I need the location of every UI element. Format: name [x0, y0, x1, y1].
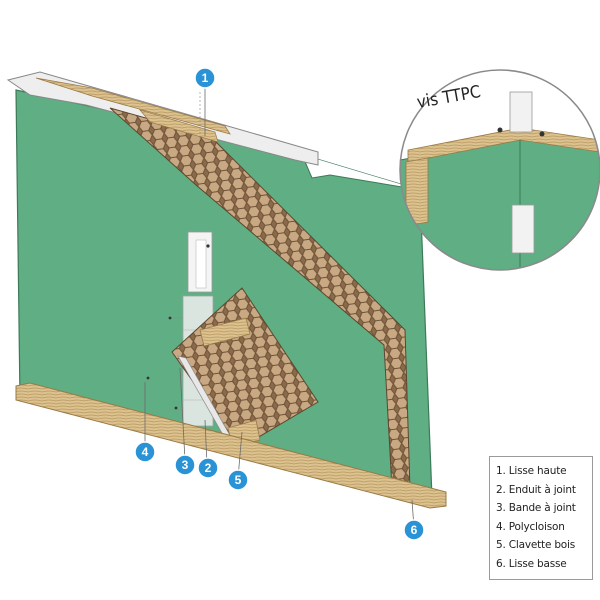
callout-5: 5: [227, 469, 249, 491]
svg-text:1: 1: [202, 71, 209, 85]
bottom-rail: [15, 382, 447, 509]
callout-1: 1: [194, 67, 216, 89]
svg-text:4: 4: [142, 445, 149, 459]
svg-text:3: 3: [182, 458, 189, 472]
svg-text:2: 2: [205, 461, 212, 475]
legend-item-polycloison: 4. Polycloison: [496, 520, 565, 533]
legend-item-lisse-basse: 6. Lisse basse: [496, 557, 567, 570]
callout-3: 3: [174, 454, 196, 476]
legend-item-clavette-bois: 5. Clavette bois: [496, 539, 576, 551]
inset-detail: vis TTPC: [399, 69, 600, 271]
legend-item-lisse-haute: 1. Lisse haute: [496, 465, 567, 477]
legend: 1. Lisse haute 2. Enduit à joint 3. Band…: [489, 456, 593, 580]
svg-text:5: 5: [235, 473, 242, 487]
callout-4: 4: [134, 441, 156, 463]
callout-2: 2: [197, 457, 219, 479]
callout-6: 6: [403, 519, 425, 541]
screw-guides: [146, 92, 201, 411]
legend-item-enduit-a-joint: 2. Enduit à joint: [496, 483, 576, 496]
legend-item-bande-a-joint: 3. Bande à joint: [496, 502, 576, 514]
svg-text:6: 6: [411, 523, 418, 537]
